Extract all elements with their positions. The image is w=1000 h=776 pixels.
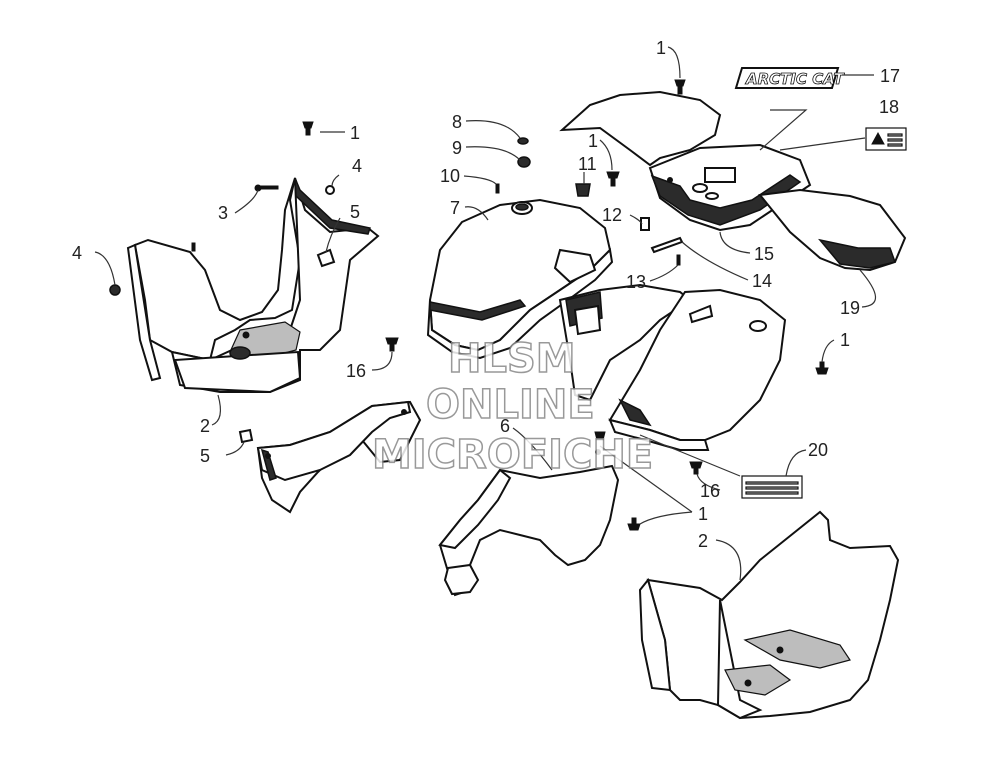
fuel-tank-cover — [426, 198, 614, 360]
callout-1-right: 1 — [840, 330, 850, 350]
callout-13: 13 — [626, 272, 646, 292]
callout-18: 18 — [879, 97, 899, 117]
center-console-panel — [558, 283, 692, 402]
callout-4-left: 4 — [72, 243, 82, 263]
callout-20: 20 — [808, 440, 828, 460]
callout-1-left: 1 — [350, 123, 360, 143]
callout-6: 6 — [500, 416, 510, 436]
callout-16-right: 16 — [700, 481, 720, 501]
watermark-line-2: ONLINE — [426, 382, 595, 428]
watermark: HLSM ONLINE MICROFICHE — [371, 335, 654, 479]
callout-5-bottom: 5 — [200, 446, 210, 466]
callout-11: 11 — [578, 154, 597, 174]
left-footwell-panel — [126, 177, 380, 394]
decal-logo-text: ARCTIC CAT — [745, 70, 845, 88]
center-inner-fender — [438, 449, 620, 597]
callout-1-mid: 1 — [588, 131, 598, 151]
callout-1-bottom: 1 — [698, 504, 708, 524]
callout-14: 14 — [752, 271, 772, 291]
callout-1-top: 1 — [656, 38, 666, 58]
callout-2-right: 2 — [698, 531, 708, 551]
callout-10: 10 — [440, 166, 460, 186]
callout-19: 19 — [840, 298, 860, 318]
callout-9: 9 — [452, 138, 462, 158]
callout-2-left: 2 — [200, 416, 210, 436]
callout-17: 17 — [880, 66, 900, 86]
callout-4-top: 4 — [352, 156, 362, 176]
callout-8: 8 — [452, 112, 462, 132]
callout-12: 12 — [602, 205, 622, 225]
callout-5-top: 5 — [350, 202, 360, 222]
callout-15: 15 — [754, 244, 774, 264]
callout-16-left: 16 — [346, 361, 366, 381]
warning-decal-18 — [865, 127, 907, 151]
fasteners — [109, 79, 829, 531]
leader-lines — [94, 46, 877, 581]
left-inner-fender — [256, 400, 422, 514]
callouts: 1 17 18 1 8 4 9 1 11 10 3 5 7 12 4 15 13… — [72, 38, 900, 551]
arctic-cat-decal: ARCTIC CAT — [734, 67, 846, 89]
callout-7: 7 — [450, 198, 460, 218]
watermark-line-1: HLSM — [448, 336, 576, 382]
right-footwell-panel — [638, 510, 900, 720]
watermark-line-3: MICROFICHE — [372, 432, 653, 478]
rear-body-panel — [559, 90, 907, 272]
callout-3: 3 — [218, 203, 228, 223]
right-front-fender — [608, 288, 787, 451]
warning-decal-20 — [741, 475, 803, 499]
